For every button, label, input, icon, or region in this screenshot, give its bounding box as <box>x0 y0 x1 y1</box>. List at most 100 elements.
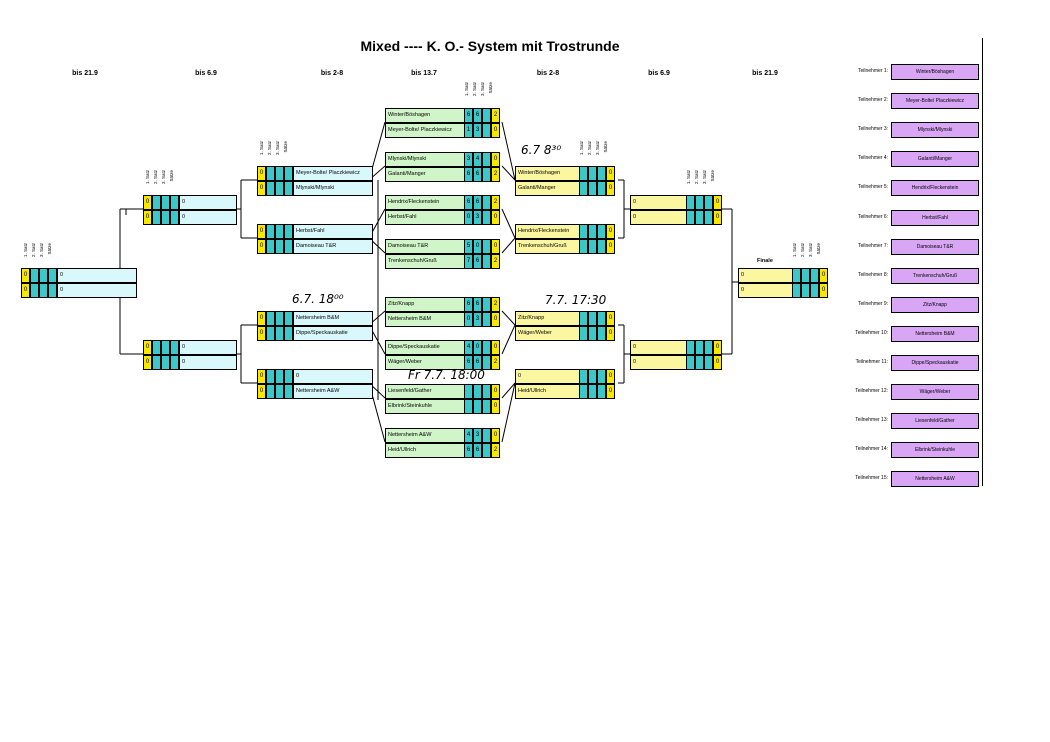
set-2-score[interactable]: 6 <box>473 297 482 312</box>
set-1-score[interactable] <box>266 384 275 399</box>
set-2-score[interactable] <box>161 355 170 370</box>
set-1-score[interactable]: 4 <box>464 340 473 355</box>
participant-name-field[interactable]: Mlynski/Mlynski <box>891 122 979 139</box>
set-1-score[interactable] <box>579 181 588 196</box>
participant-name-field[interactable]: Winter/Böshagen <box>891 64 979 80</box>
set-1-score[interactable] <box>152 355 161 370</box>
set-1-score[interactable] <box>266 224 275 239</box>
set-2-score[interactable] <box>588 166 597 181</box>
set-1-score[interactable] <box>792 268 801 283</box>
set-2-score[interactable] <box>275 311 284 326</box>
set-2-score[interactable] <box>275 181 284 196</box>
set-1-score[interactable]: 0 <box>464 210 473 225</box>
set-1-score[interactable]: 0 <box>464 312 473 327</box>
set-1-score[interactable] <box>686 340 695 355</box>
participant-name-field[interactable]: Nettersheim A&W <box>891 471 979 488</box>
set-1-score[interactable]: 6 <box>464 443 473 458</box>
set-3-score[interactable] <box>482 297 491 312</box>
set-2-score[interactable]: 0 <box>473 340 482 355</box>
set-3-score[interactable] <box>810 268 819 283</box>
set-2-score[interactable] <box>161 210 170 225</box>
set-1-score[interactable]: 6 <box>464 167 473 182</box>
set-3-score[interactable] <box>482 195 491 210</box>
set-3-score[interactable] <box>284 224 293 239</box>
set-1-score[interactable] <box>152 210 161 225</box>
set-1-score[interactable]: 4 <box>464 428 473 443</box>
participant-name-field[interactable]: Zitz/Knapp <box>891 296 979 313</box>
set-1-score[interactable] <box>579 311 588 326</box>
set-2-score[interactable] <box>695 195 704 210</box>
set-1-score[interactable] <box>464 399 473 414</box>
participant-name-field[interactable]: Nettersheim B&M <box>891 325 979 342</box>
set-3-score[interactable] <box>597 239 606 254</box>
set-2-score[interactable] <box>275 326 284 341</box>
set-2-score[interactable] <box>588 326 597 341</box>
set-3-score[interactable] <box>48 283 57 298</box>
set-3-score[interactable] <box>170 210 179 225</box>
set-2-score[interactable] <box>588 181 597 196</box>
set-2-score[interactable] <box>801 283 810 298</box>
participant-name-field[interactable]: Meyer-Bolte/ Placzkiewicz <box>891 93 979 110</box>
set-1-score[interactable]: 6 <box>464 355 473 370</box>
set-2-score[interactable]: 6 <box>473 254 482 269</box>
set-1-score[interactable]: 6 <box>464 108 473 123</box>
set-3-score[interactable] <box>597 224 606 239</box>
set-2-score[interactable]: 3 <box>473 428 482 443</box>
set-3-score[interactable] <box>482 384 491 399</box>
set-2-score[interactable] <box>161 340 170 355</box>
participant-name-field[interactable]: Wäger/Weber <box>891 384 979 401</box>
set-2-score[interactable] <box>275 239 284 254</box>
set-1-score[interactable]: 6 <box>464 195 473 210</box>
set-2-score[interactable] <box>588 384 597 399</box>
set-3-score[interactable] <box>482 239 491 254</box>
set-1-score[interactable] <box>266 166 275 181</box>
set-3-score[interactable] <box>704 195 713 210</box>
participant-name-field[interactable]: Damoiseau T&R <box>891 238 979 255</box>
set-1-score[interactable] <box>686 210 695 225</box>
set-3-score[interactable] <box>482 312 491 327</box>
set-3-score[interactable] <box>704 210 713 225</box>
set-2-score[interactable]: 6 <box>473 443 482 458</box>
set-2-score[interactable]: 0 <box>473 239 482 254</box>
set-1-score[interactable] <box>579 369 588 384</box>
set-2-score[interactable] <box>695 340 704 355</box>
participant-name-field[interactable]: Herbst/Fahl <box>891 209 979 226</box>
set-3-score[interactable] <box>284 384 293 399</box>
set-3-score[interactable] <box>482 152 491 167</box>
set-3-score[interactable] <box>284 181 293 196</box>
set-2-score[interactable]: 3 <box>473 123 482 138</box>
set-3-score[interactable] <box>482 340 491 355</box>
set-2-score[interactable] <box>275 384 284 399</box>
set-2-score[interactable] <box>473 384 482 399</box>
set-3-score[interactable] <box>597 166 606 181</box>
set-1-score[interactable] <box>579 166 588 181</box>
set-1-score[interactable] <box>686 355 695 370</box>
set-1-score[interactable] <box>266 369 275 384</box>
set-2-score[interactable]: 6 <box>473 108 482 123</box>
set-3-score[interactable] <box>482 254 491 269</box>
set-1-score[interactable] <box>266 311 275 326</box>
set-2-score[interactable] <box>161 195 170 210</box>
set-2-score[interactable]: 6 <box>473 195 482 210</box>
set-2-score[interactable]: 3 <box>473 312 482 327</box>
set-1-score[interactable] <box>152 340 161 355</box>
set-2-score[interactable] <box>588 239 597 254</box>
set-2-score[interactable] <box>695 355 704 370</box>
set-3-score[interactable] <box>597 384 606 399</box>
set-1-score[interactable] <box>792 283 801 298</box>
set-2-score[interactable] <box>695 210 704 225</box>
set-1-score[interactable] <box>30 283 39 298</box>
set-3-score[interactable] <box>597 326 606 341</box>
set-2-score[interactable]: 6 <box>473 167 482 182</box>
set-1-score[interactable] <box>266 326 275 341</box>
participant-name-field[interactable]: Dippe/Speckauskatie <box>891 355 979 371</box>
set-1-score[interactable] <box>30 268 39 283</box>
set-3-score[interactable] <box>704 340 713 355</box>
set-3-score[interactable] <box>482 355 491 370</box>
set-3-score[interactable] <box>482 167 491 182</box>
